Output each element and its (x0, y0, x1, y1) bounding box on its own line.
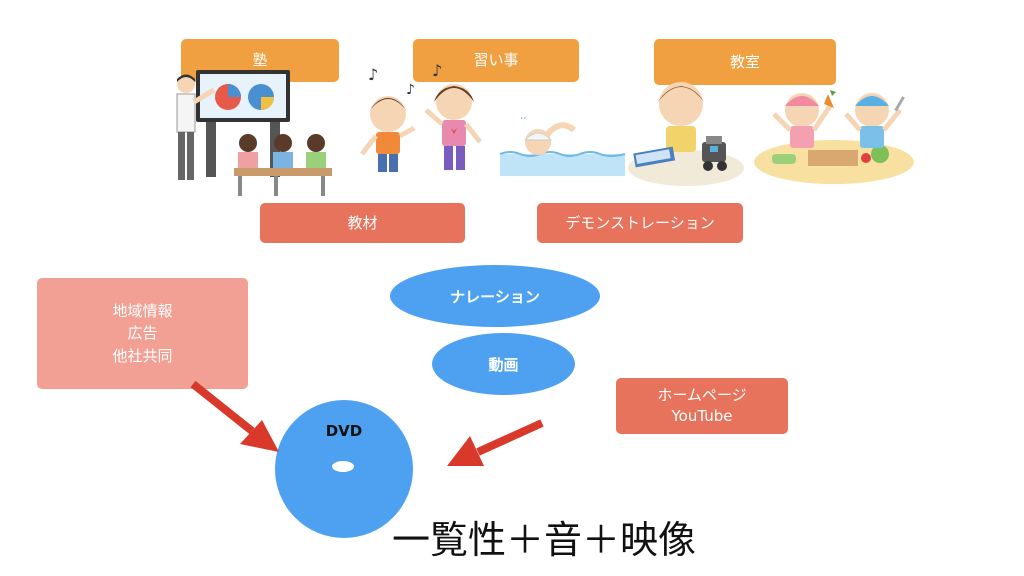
demonstration-label: デモンストレーション (537, 203, 743, 243)
advertising-line: 広告 (127, 324, 158, 343)
juku-label-text: 塾 (252, 51, 268, 70)
cooking-children-illustration (754, 90, 914, 184)
narration-ellipse-text: ナレーション (450, 287, 540, 306)
kyozai-label-text: 教材 (347, 213, 378, 232)
svg-text:♪: ♪ (406, 82, 415, 98)
regional-info-line: 地域情報 (112, 301, 173, 320)
joint-venture-line: 他社共同 (112, 346, 173, 365)
dvd-center-hole (332, 461, 354, 472)
youtube-line: YouTube (671, 407, 733, 425)
naraigoto-label: 習い事 (413, 39, 579, 82)
swimming-child-illustration: ’’ (499, 116, 626, 176)
robot-programming-illustration (628, 82, 744, 186)
kyoshitsu-label: 教室 (654, 39, 836, 85)
svg-text:♪: ♪ (368, 65, 378, 84)
kyozai-label: 教材 (260, 203, 465, 243)
homepage-youtube-box: ホームページ YouTube (616, 378, 788, 434)
svg-text:♪: ♪ (432, 61, 442, 80)
svg-text:’’: ’’ (520, 116, 526, 127)
regional-info-box: 地域情報 広告 他社共同 (37, 278, 248, 389)
caption: 一覧性＋音＋映像 (392, 518, 697, 562)
demonstration-label-text: デモンストレーション (565, 213, 715, 232)
naraigoto-label-text: 習い事 (473, 51, 519, 70)
douga-ellipse: 動画 (432, 333, 575, 395)
kyoshitsu-label-text: 教室 (729, 52, 760, 71)
narration-ellipse: ナレーション (390, 265, 600, 327)
teacher-classroom-illustration (176, 70, 332, 196)
homepage-line: ホームページ (657, 386, 747, 404)
dvd-label: DVD (325, 422, 363, 440)
dancing-children-illustration: ♪ ♪ ♪ (360, 61, 482, 172)
dvd-disc: DVD (275, 400, 413, 538)
douga-ellipse-text: 動画 (488, 355, 519, 374)
